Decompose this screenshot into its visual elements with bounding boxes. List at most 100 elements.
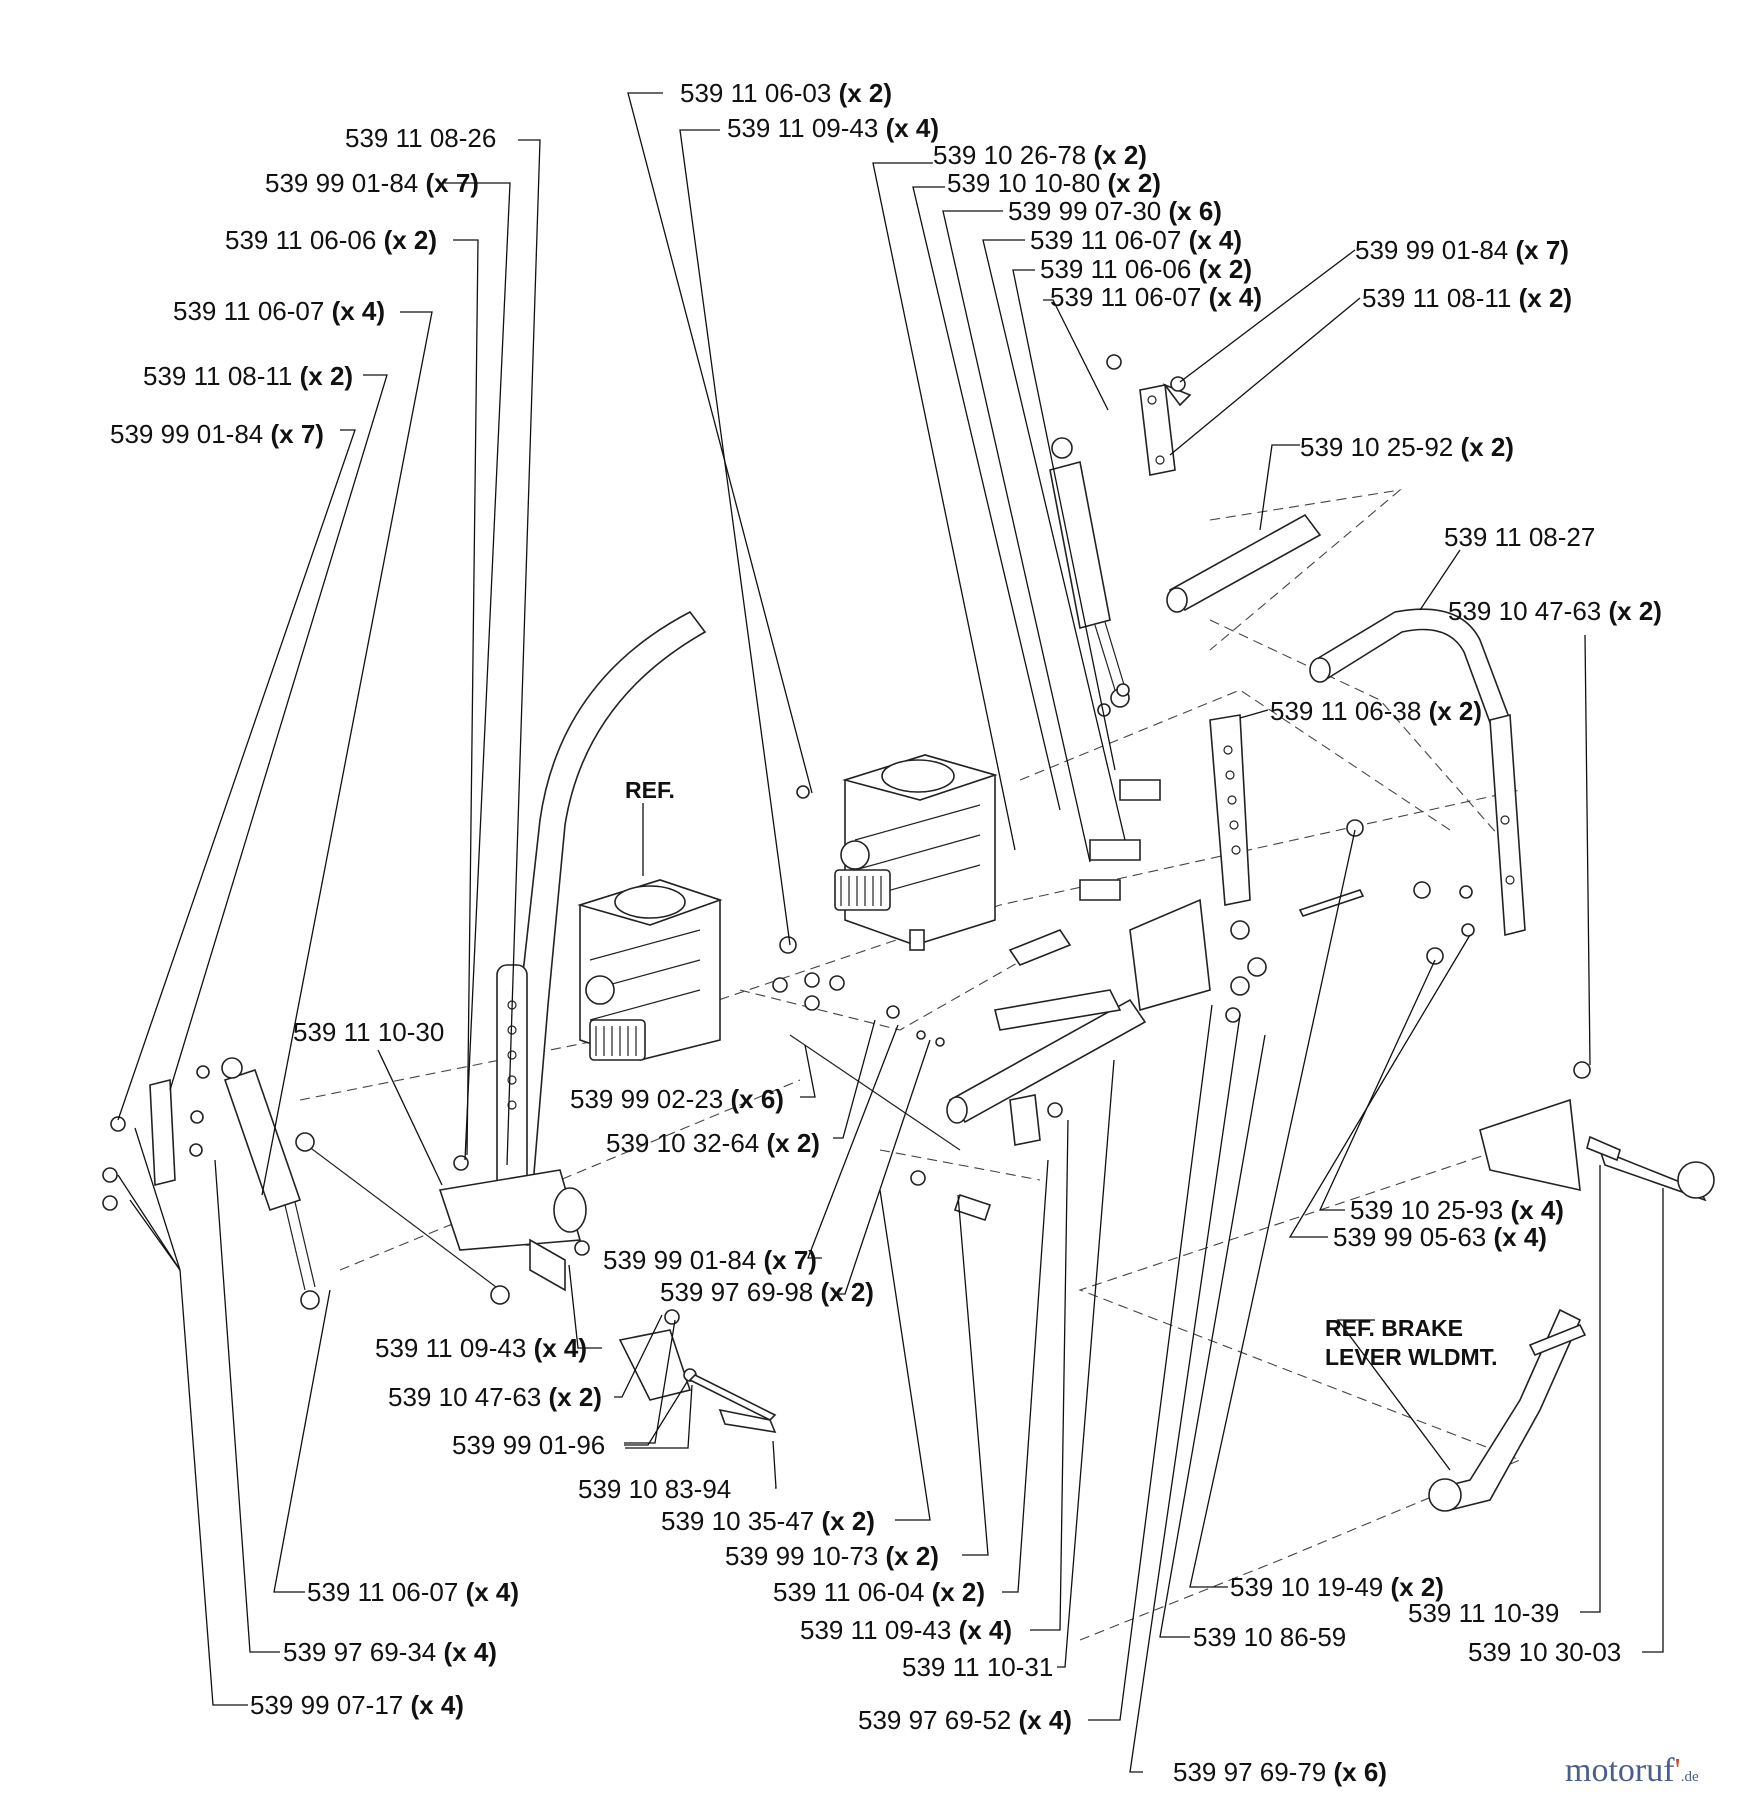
- part-number: 539 99 10-73: [725, 1541, 879, 1571]
- part-qty: (x 2): [383, 225, 438, 255]
- part-label: 539 97 69-98 (x 2): [660, 1277, 874, 1307]
- part-label: 539 11 09-43 (x 4): [375, 1333, 587, 1363]
- part-number: 539 11 06-04: [773, 1577, 925, 1607]
- handle-tube: [1166, 513, 1322, 613]
- part-qty: (x 4): [465, 1577, 520, 1607]
- part-number: 539 97 69-52: [858, 1705, 1012, 1735]
- part-label: 539 99 07-17 (x 4): [250, 1690, 464, 1720]
- control-rod: [295, 1034, 961, 1305]
- part-number: 539 10 35-47: [661, 1506, 815, 1536]
- part-qty: (x 4): [443, 1637, 497, 1667]
- brand-main: motoruf: [1565, 1752, 1675, 1789]
- part-label: 539 11 06-04 (x 2): [773, 1577, 985, 1607]
- assembly-guide-lines: [299, 489, 1561, 1641]
- part-label: 539 99 10-73 (x 2): [725, 1541, 939, 1571]
- part-number: 539 99 07-30: [1008, 196, 1162, 226]
- part-number: 539 11 10-31: [902, 1652, 1054, 1682]
- part-label: 539 10 83-94: [578, 1474, 731, 1504]
- part-number: 539 11 08-11: [143, 361, 293, 391]
- part-qty: (x 2): [838, 78, 893, 108]
- part-qty: (x 2): [1107, 168, 1161, 198]
- part-label: 539 11 06-07 (x 4): [173, 296, 385, 326]
- part-label: 539 99 05-63 (x 4): [1333, 1222, 1547, 1252]
- part-qty: (x 6): [1168, 196, 1222, 226]
- right-lower-bracket: [1479, 1098, 1715, 1202]
- leader-lines: [117, 92, 1664, 1773]
- part-qty: (x 2): [820, 1277, 874, 1307]
- part-number: 539 99 01-84: [265, 168, 419, 198]
- part-number: 539 11 10-30: [293, 1017, 445, 1047]
- part-number: 539 11 06-06: [225, 225, 377, 255]
- part-number: 539 10 10-80: [947, 168, 1101, 198]
- part-number: 539 11 06-07: [307, 1577, 459, 1607]
- part-qty: (x 4): [958, 1615, 1013, 1645]
- part-number: 539 10 47-63: [388, 1382, 542, 1412]
- part-number: 539 99 01-84: [1355, 235, 1509, 265]
- brake-lever-ref: [1428, 1308, 1587, 1512]
- part-qty: (x 2): [931, 1577, 986, 1607]
- brand-accent: ': [1674, 1752, 1681, 1789]
- part-number: 539 11 06-07: [173, 296, 325, 326]
- part-qty: (x 2): [548, 1382, 602, 1412]
- part-qty: (x 4): [533, 1333, 588, 1363]
- part-number: 539 10 30-03: [1468, 1637, 1622, 1667]
- part-number: 539 11 08-27: [1444, 522, 1596, 552]
- right-hydro-pump: [834, 754, 998, 951]
- part-qty: (x 4): [410, 1690, 464, 1720]
- part-label: 539 11 08-26: [345, 123, 496, 153]
- part-number: 539 10 25-92: [1300, 432, 1454, 462]
- part-number: 539 11 09-43: [800, 1615, 952, 1645]
- part-qty: (x 7): [763, 1245, 817, 1275]
- part-qty: (x 2): [1460, 432, 1514, 462]
- part-qty: (x 2): [821, 1506, 875, 1536]
- part-qty: (x 6): [730, 1084, 784, 1114]
- part-qty: (x 2): [885, 1541, 939, 1571]
- part-label: 539 11 10-39: [1408, 1598, 1559, 1628]
- left-hydro-pump: [577, 879, 723, 1061]
- upper-bracket: [1139, 383, 1192, 476]
- part-number: 539 10 19-49: [1230, 1572, 1384, 1602]
- part-qty: (x 7): [270, 419, 324, 449]
- part-number: 539 10 32-64: [606, 1128, 760, 1158]
- part-qty: (x 2): [1518, 283, 1573, 313]
- part-label: 539 11 09-43 (x 4): [800, 1615, 1012, 1645]
- part-qty: (x 2): [1093, 140, 1147, 170]
- part-number: 539 99 05-63: [1333, 1222, 1487, 1252]
- part-label: 539 10 47-63 (x 2): [388, 1382, 602, 1412]
- part-label: 539 10 10-80 (x 2): [947, 168, 1161, 198]
- part-label: 539 99 01-96: [452, 1430, 605, 1460]
- part-number: 539 99 07-17: [250, 1690, 404, 1720]
- part-label: 539 10 25-92 (x 2): [1300, 432, 1514, 462]
- part-number: 539 97 69-98: [660, 1277, 814, 1307]
- part-number: 539 11 09-43: [727, 113, 879, 143]
- part-label: 539 10 19-49 (x 2): [1230, 1572, 1444, 1602]
- part-qty: (x 4): [331, 296, 386, 326]
- part-qty: (x 6): [1333, 1757, 1387, 1787]
- part-qty: (x 4): [1208, 282, 1263, 312]
- part-qty: (x 7): [1515, 235, 1569, 265]
- center-bracket: [1129, 714, 1251, 1012]
- part-number: 539 11 08-11: [1362, 283, 1512, 313]
- brand-tld: .de: [1680, 1769, 1699, 1785]
- part-number: 539 11 10-39: [1408, 1598, 1560, 1628]
- part-number: 539 97 69-34: [283, 1637, 437, 1667]
- part-qty: (x 4): [1510, 1195, 1564, 1225]
- part-label: 539 99 01-84 (x 7): [110, 419, 324, 449]
- part-number: 539 97 69-79: [1173, 1757, 1327, 1787]
- part-number: 539 11 06-07: [1030, 225, 1182, 255]
- part-label: 539 11 06-07 (x 4): [1030, 225, 1242, 255]
- part-label: 539 11 06-06 (x 2): [1040, 254, 1252, 284]
- part-label: 539 97 69-79 (x 6): [1173, 1757, 1387, 1787]
- part-label: 539 99 01-84 (x 7): [1355, 235, 1569, 265]
- part-label: 539 11 06-07 (x 4): [1050, 282, 1262, 312]
- left-gas-spring: [221, 1057, 320, 1310]
- part-label: 539 11 06-03 (x 2): [680, 78, 892, 108]
- part-label: 539 99 01-84 (x 7): [603, 1245, 817, 1275]
- part-number: 539 10 26-78: [933, 140, 1087, 170]
- part-number: 539 99 01-96: [452, 1430, 606, 1460]
- part-label: 539 11 08-11 (x 2): [143, 361, 353, 391]
- brake-ref-label-line1: REF. BRAKE: [1325, 1315, 1464, 1341]
- part-number: 539 99 01-84: [110, 419, 264, 449]
- part-label: 539 11 09-43 (x 4): [727, 113, 939, 143]
